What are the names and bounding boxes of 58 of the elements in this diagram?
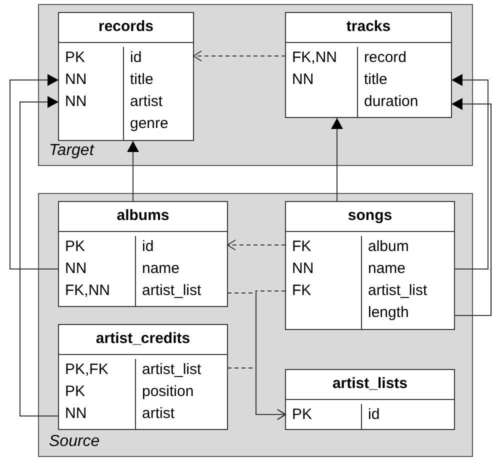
table-name: songs	[348, 206, 392, 226]
key-label: NN	[292, 71, 314, 88]
field-name: name	[142, 260, 180, 277]
foreign-key-arrow	[193, 50, 286, 62]
entity-table	[285, 369, 455, 430]
mapping-arrow	[451, 98, 492, 316]
foreign-key-arrow	[227, 368, 286, 420]
key-label: PK	[292, 406, 312, 423]
foreign-key-arrow	[227, 240, 286, 250]
field-name: name	[368, 260, 406, 277]
entity-table	[285, 201, 455, 330]
key-label: FK,NN	[292, 49, 337, 66]
entity-table	[58, 201, 228, 307]
group-label: Source	[49, 432, 100, 452]
key-label: NN	[65, 260, 87, 277]
mapping-arrow	[20, 96, 59, 416]
key-label: PK,FK	[65, 361, 108, 378]
group-label: Target	[49, 141, 94, 161]
schema-group	[38, 193, 473, 457]
table-name: tracks	[346, 17, 391, 38]
entity-table	[285, 12, 452, 118]
field-name: id	[142, 238, 154, 255]
entity-table	[58, 12, 194, 141]
table-name: records	[98, 17, 154, 38]
field-name: title	[364, 71, 388, 88]
field-name: length	[368, 304, 409, 321]
key-label: NN	[65, 93, 87, 110]
key-label: PK	[65, 238, 86, 255]
mapping-arrow	[127, 140, 139, 202]
field-name: id	[130, 49, 142, 66]
table-name: artist_lists	[332, 374, 408, 394]
field-name: position	[142, 383, 194, 400]
key-label: PK	[65, 49, 86, 66]
field-name: album	[368, 238, 409, 255]
schema-group	[38, 4, 473, 166]
key-label: NN	[65, 405, 87, 422]
field-name: duration	[364, 93, 418, 110]
field-name: id	[368, 406, 380, 423]
mapping-arrow	[451, 74, 488, 270]
entity-table	[58, 324, 228, 430]
mapping-arrow	[331, 118, 343, 202]
field-name: artist_list	[368, 282, 428, 299]
field-name: artist	[142, 405, 175, 422]
field-name: title	[130, 71, 154, 88]
field-name: artist	[130, 93, 163, 110]
key-label: FK	[292, 238, 312, 255]
field-name: record	[364, 49, 407, 66]
field-name: artist_list	[142, 282, 202, 299]
key-label: FK,NN	[65, 282, 110, 299]
field-name: genre	[130, 115, 168, 132]
field-name: artist_list	[142, 361, 202, 378]
mapping-arrow	[10, 74, 59, 270]
table-name: albums	[116, 206, 170, 226]
table-name: artist_credits	[96, 329, 190, 350]
key-label: NN	[292, 260, 314, 277]
key-label: NN	[65, 71, 87, 88]
key-label: PK	[65, 383, 86, 400]
key-label: FK	[292, 282, 312, 299]
